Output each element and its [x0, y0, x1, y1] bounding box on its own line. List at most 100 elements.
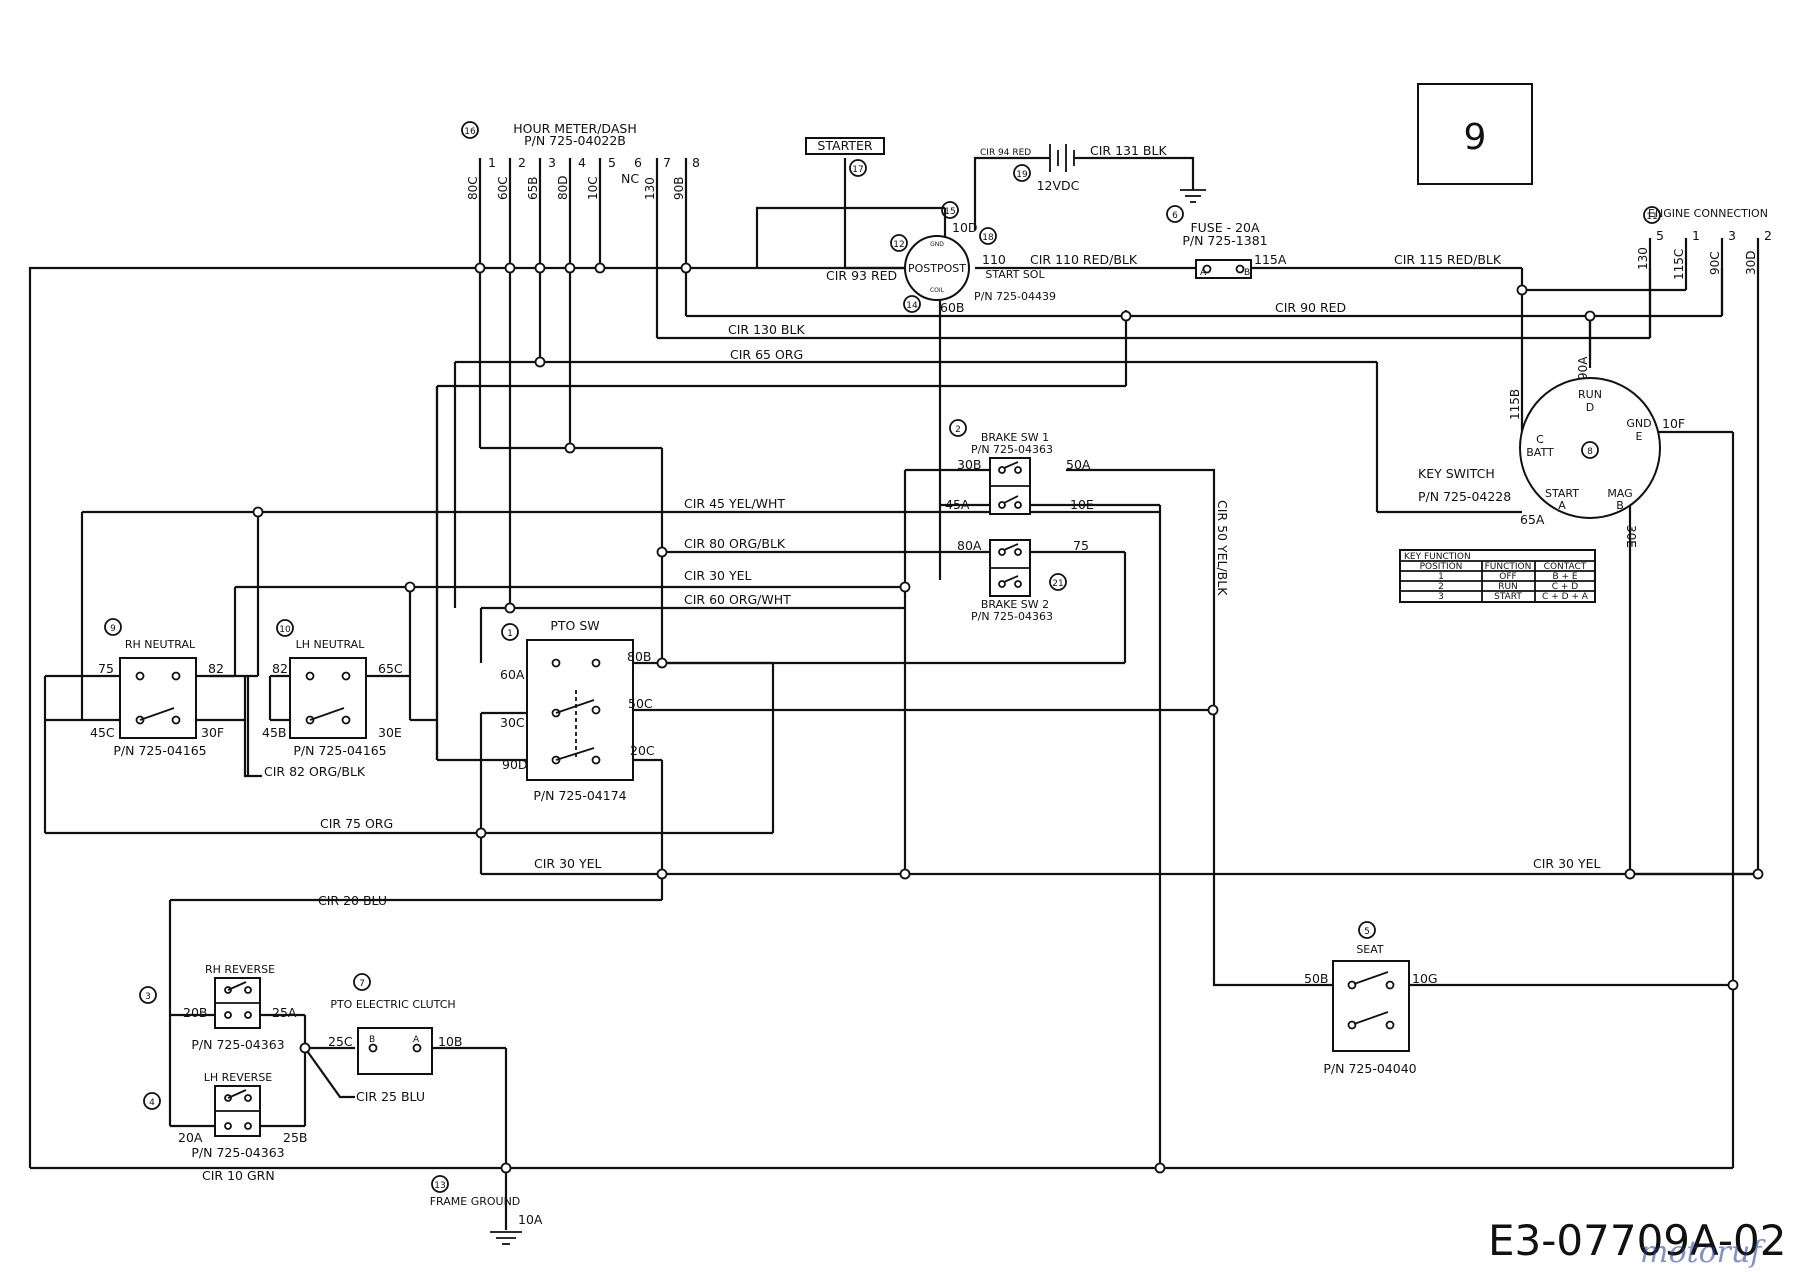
solenoid-number: 14 [906, 301, 918, 311]
rh-neutral-switch: 9 RH NEUTRAL P/N 725-04165 [104, 618, 207, 758]
wire-label: 30F [201, 725, 224, 740]
key-table-cell: C + D + A [1542, 592, 1589, 602]
engine-connection: 11 ENGINE CONNECTION 5 1 3 2 [1643, 206, 1772, 243]
wire-label: 20A [178, 1130, 203, 1145]
wire-label: 30D [1744, 250, 1758, 275]
wire-label: 115C [1672, 249, 1686, 280]
circuit-label: CIR 94 RED [980, 148, 1031, 158]
engine-pin: 3 [1728, 228, 1736, 243]
brake-sw1-title: BRAKE SW 1 [981, 431, 1049, 444]
wire-label: 90A [1576, 356, 1590, 380]
title-block: E3-07709A-02 motoruf [1488, 1216, 1786, 1270]
hour-meter-pn: P/N 725-04022B [524, 133, 626, 148]
wire-label: 80C [466, 176, 480, 200]
brake-switch-2: 21 BRAKE SW 2 P/N 725-04363 [971, 539, 1067, 623]
solenoid-number: 15 [944, 207, 955, 217]
wire-label: 50C [628, 696, 653, 711]
drawing-number: E3-07709A-02 [1488, 1216, 1786, 1265]
engine-pin: 5 [1656, 228, 1664, 243]
circuit-label: CIR 115 RED/BLK [1394, 252, 1502, 267]
rh-neutral-number: 9 [110, 624, 116, 634]
frame-ground-wire: 10A [518, 1212, 543, 1227]
lh-reverse-number: 4 [149, 1098, 155, 1108]
key-function-table: KEY FUNCTION POSITION FUNCTION CONTACT 1… [1399, 549, 1596, 603]
wire-label: 50A [1066, 457, 1091, 472]
brake-switch-1: 2 BRAKE SW 1 P/N 725-04363 [949, 419, 1053, 515]
wire-label: 10D [952, 220, 978, 235]
rh-reverse-number: 3 [145, 992, 151, 1002]
key-switch-c: C [1536, 433, 1544, 446]
wire-label: 82 [272, 661, 288, 676]
wire-label: 90C [1708, 251, 1722, 275]
wire-label: 10B [438, 1034, 462, 1049]
wire-label: 30B [957, 457, 981, 472]
circuit-label: CIR 10 GRN [202, 1168, 275, 1183]
key-table-cell: C + D [1552, 582, 1579, 592]
wire-label: 30C [500, 715, 525, 730]
hour-meter-pin: 3 [548, 155, 556, 170]
wire-label: 80D [556, 175, 570, 200]
brake-sw1-pn: P/N 725-04363 [971, 443, 1053, 456]
pto-switch: 1 PTO SW P/N 725-04174 [501, 618, 634, 803]
page-number: 9 [1464, 117, 1487, 158]
pto-clutch-number: 7 [359, 979, 365, 989]
hour-meter-pin: 6 [634, 155, 642, 170]
rh-reverse-pn: P/N 725-04363 [191, 1037, 284, 1052]
engine-title: ENGINE CONNECTION [1648, 207, 1768, 220]
frame-ground: 13 FRAME GROUND 10A [430, 1175, 543, 1245]
hour-meter-title: HOUR METER/DASH [513, 121, 636, 136]
key-switch-mag: MAG [1607, 487, 1632, 500]
starter-label: STARTER [817, 138, 872, 153]
key-table-cell: START [1494, 592, 1522, 602]
battery: 19 12VDC [1013, 144, 1206, 203]
svg-text:B: B [369, 1035, 375, 1045]
key-switch: 8 RUN D C BATT GND E START A MAG B KEY S… [1418, 377, 1661, 519]
hour-meter-pin: 2 [518, 155, 526, 170]
brake-sw2-pn: P/N 725-04363 [971, 610, 1053, 623]
wire-label: 60C [496, 176, 510, 200]
wire-label: 30E [1624, 525, 1638, 548]
pto-sw-number: 1 [507, 629, 513, 639]
starter-number: 17 [852, 165, 863, 175]
junctions [252, 262, 1764, 1174]
engine-pin: 1 [1692, 228, 1700, 243]
wire-label: 65B [526, 176, 540, 200]
lh-reverse-title: LH REVERSE [204, 1071, 273, 1084]
wire-label: 20B [183, 1005, 207, 1020]
lh-reverse-pn: P/N 725-04363 [191, 1145, 284, 1160]
watermark-logo: motoruf [1640, 1235, 1766, 1270]
wire-label: 90D [502, 757, 528, 772]
hour-meter-pin: 4 [578, 155, 586, 170]
wire-label: 50B [1304, 971, 1328, 986]
brake-sw2-title: BRAKE SW 2 [981, 598, 1049, 611]
hour-meter-pin: 7 [663, 155, 671, 170]
circuit-label: CIR 110 RED/BLK [1030, 252, 1138, 267]
hour-meter-pin: 5 [608, 155, 616, 170]
wire-label: 80B [627, 649, 651, 664]
circuit-label: CIR 30 YEL [534, 856, 601, 871]
rh-reverse-title: RH REVERSE [205, 963, 275, 976]
wire-label: 80A [957, 538, 982, 553]
key-switch-d: D [1586, 401, 1594, 414]
circuit-label: CIR 25 BLU [356, 1089, 425, 1104]
key-switch-start: START [1545, 487, 1579, 500]
wire-label: 45B [262, 725, 286, 740]
rh-reverse-switch: 3 RH REVERSE P/N 725-04363 [139, 963, 285, 1052]
pto-clutch-title: PTO ELECTRIC CLUTCH [330, 998, 455, 1011]
wire-label: 65A [1520, 512, 1545, 527]
seat-title: SEAT [1356, 943, 1384, 956]
starter-solenoid: POSTPOST GND COIL 15 12 14 18 START SOL … [890, 201, 1056, 313]
hour-meter-pin: 1 [488, 155, 496, 170]
wire-label: 30E [378, 725, 402, 740]
circuit-label: CIR 130 BLK [728, 322, 805, 337]
pto-sw-title: PTO SW [550, 618, 599, 633]
key-table-cell: B + E [1552, 572, 1577, 582]
key-table-header: CONTACT [1544, 562, 1587, 572]
battery-number: 19 [1016, 170, 1028, 180]
circuit-label: CIR 30 YEL [1533, 856, 1600, 871]
wire-label: 25A [272, 1005, 297, 1020]
wire-labels: 80C 60C 65B 80D 10C 130 90B 10D 60B 110 … [90, 175, 1758, 1145]
fuse-pin-b: B [1244, 268, 1250, 278]
pto-sw-pn: P/N 725-04174 [533, 788, 626, 803]
